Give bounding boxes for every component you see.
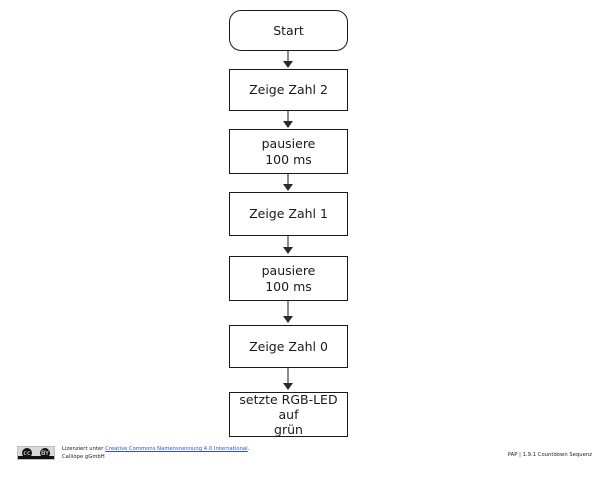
- flow-arrowhead-icon: [283, 61, 293, 68]
- flow-connector: [287, 111, 289, 123]
- document-reference: PAP | 1.9.1 Countdown Sequenz: [507, 452, 592, 458]
- flow-node-label: Zeige Zahl 0: [249, 338, 328, 354]
- flow-node-label: Start: [273, 22, 304, 38]
- flow-connector: [287, 236, 289, 249]
- flow-arrowhead-icon: [283, 184, 293, 191]
- license-prefix: Lizenziert unter: [62, 446, 106, 452]
- flow-node-zeige-0[interactable]: Zeige Zahl 0: [229, 325, 348, 368]
- flowchart-canvas: Start Zeige Zahl 2 pausiere 100 ms Zeige…: [229, 10, 348, 437]
- flow-node-label: setzte RGB-LED auf grün: [239, 391, 338, 438]
- license-block: cc BY Lizenziert unter Creative Commons …: [17, 445, 249, 461]
- flow-node-label: Zeige Zahl 1: [249, 206, 328, 222]
- creative-commons-badge-icon: cc BY: [17, 446, 55, 460]
- flow-connector: [287, 301, 289, 318]
- flow-arrowhead-icon: [283, 316, 293, 323]
- flow-node-zeige-1[interactable]: Zeige Zahl 1: [229, 192, 348, 236]
- flow-node-label: pausiere 100 ms: [261, 136, 316, 167]
- flow-connector: [287, 368, 289, 385]
- flow-node-rgb-led-gruen[interactable]: setzte RGB-LED auf grün: [229, 392, 348, 437]
- flow-node-pause-2[interactable]: pausiere 100 ms: [229, 256, 348, 301]
- license-suffix: .: [247, 446, 250, 452]
- by-person-icon: BY: [40, 448, 50, 458]
- flow-node-start[interactable]: Start: [229, 10, 348, 51]
- flow-node-label: pausiere 100 ms: [261, 263, 316, 294]
- flow-arrowhead-icon: [283, 383, 293, 390]
- flow-connector: [287, 174, 289, 186]
- flow-arrowhead-icon: [283, 121, 293, 128]
- license-text: Lizenziert unter Creative Commons Namens…: [62, 445, 249, 461]
- flow-node-label: Zeige Zahl 2: [249, 82, 328, 98]
- footer: cc BY Lizenziert unter Creative Commons …: [0, 440, 600, 488]
- license-link[interactable]: Creative Commons Namensnennung 4.0 Inter…: [105, 446, 248, 452]
- flow-node-pause-1[interactable]: pausiere 100 ms: [229, 129, 348, 174]
- cc-circle-icon: cc: [22, 448, 32, 458]
- license-organization: Calliope gGmbH: [62, 454, 105, 461]
- flow-connector: [287, 51, 289, 63]
- flow-node-zeige-2[interactable]: Zeige Zahl 2: [229, 69, 348, 111]
- flow-arrowhead-icon: [283, 247, 293, 254]
